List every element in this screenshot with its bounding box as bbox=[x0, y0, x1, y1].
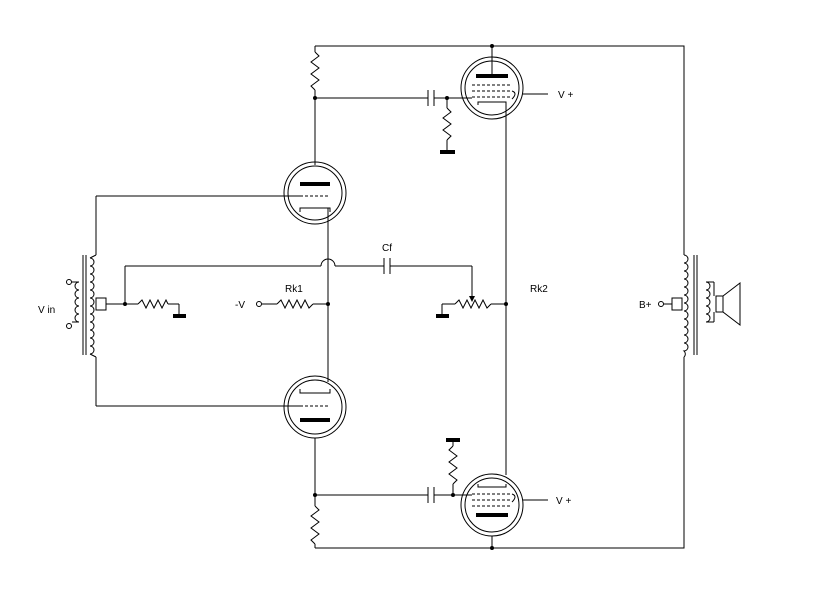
bottom-plate-resistor bbox=[310, 493, 320, 548]
top-v-plus-label: V + bbox=[558, 90, 573, 101]
v-in-label: V in bbox=[38, 305, 55, 316]
bottom-driver-tube bbox=[96, 375, 347, 495]
bottom-output-tube bbox=[460, 473, 548, 550]
top-driver-tube bbox=[96, 161, 347, 382]
input-bias-resistor bbox=[125, 298, 186, 318]
feedback-network bbox=[123, 258, 475, 306]
outer-rail bbox=[315, 45, 685, 549]
top-output-tube bbox=[460, 44, 548, 475]
cf-label: Cf bbox=[382, 243, 392, 254]
rk1-label: Rk1 bbox=[285, 284, 303, 295]
top-coupling-capacitor bbox=[315, 90, 464, 154]
rk2-label: Rk2 bbox=[530, 284, 548, 295]
neg-v-label: -V bbox=[235, 300, 245, 311]
bottom-coupling-capacitor bbox=[315, 438, 464, 503]
rk1-resistor bbox=[256, 298, 330, 310]
output-transformer bbox=[658, 254, 715, 358]
input-transformer bbox=[66, 196, 125, 406]
top-plate-resistor bbox=[310, 46, 320, 165]
speaker-icon bbox=[715, 281, 741, 327]
rk2-potentiometer bbox=[436, 298, 508, 318]
b-plus-label: B+ bbox=[639, 300, 652, 311]
bottom-v-plus-label: V + bbox=[556, 496, 571, 507]
